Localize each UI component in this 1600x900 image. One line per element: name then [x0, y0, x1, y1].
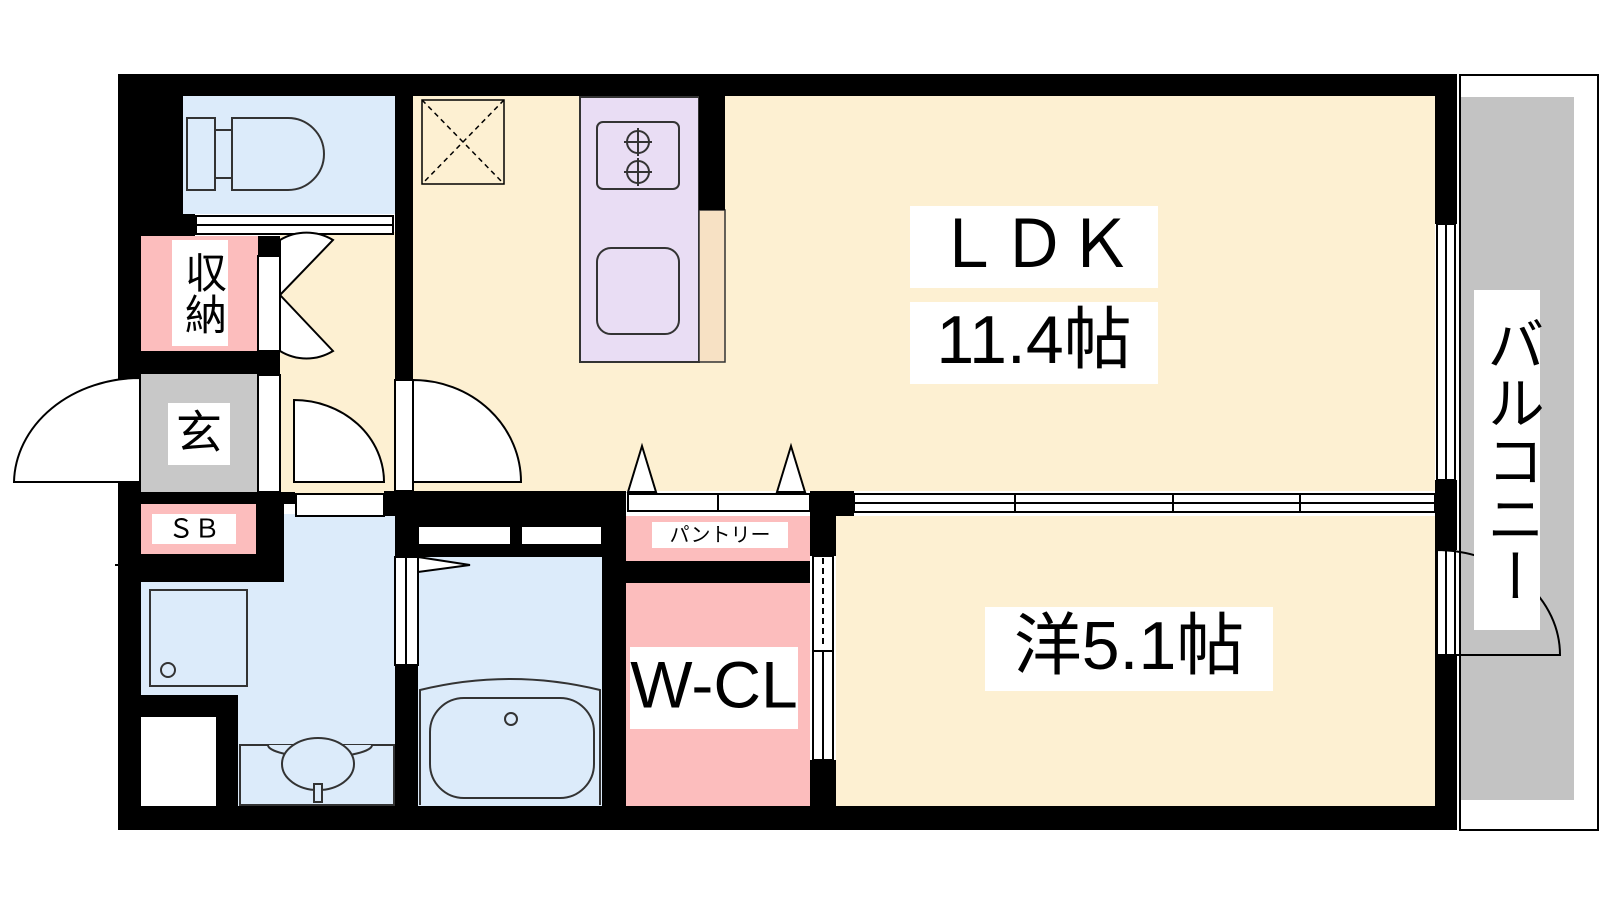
pantry-label: パントリー — [670, 523, 771, 547]
stove-icon — [596, 121, 680, 190]
walls — [118, 74, 1457, 830]
balcony-label-bg — [1474, 290, 1540, 630]
sink-icon — [596, 247, 680, 335]
entrance-label-bg — [168, 403, 230, 465]
storage-label: 収納 — [179, 251, 228, 335]
refrigerator-space-icon — [421, 99, 505, 185]
ldk-name: ＬＤＫ — [935, 206, 1133, 283]
doors — [12, 231, 1562, 656]
closet-label-bg — [630, 647, 798, 729]
entrance-label: 玄 — [176, 406, 222, 460]
western-label-bg — [985, 607, 1273, 691]
dashed-lines — [198, 224, 1433, 648]
balcony-label: バルコニー — [1477, 315, 1545, 605]
windows — [195, 215, 1456, 761]
ldk-size: 11.4帖 — [936, 302, 1131, 378]
washing-machine-icon — [149, 589, 248, 687]
ldk-label-bg — [910, 206, 1158, 288]
storage-niche — [141, 717, 216, 806]
ldk-size-bg — [910, 302, 1158, 384]
pantry-door-arrows — [626, 442, 807, 493]
toilet-icon — [186, 117, 325, 191]
shoe-box-label-bg — [152, 514, 236, 544]
storage-label-bg — [172, 240, 228, 346]
counter-partition — [698, 209, 726, 363]
walk-in-closet-label: W-CL — [630, 647, 797, 721]
ldk-floor — [413, 96, 1435, 491]
shoe-box-label: ＳＢ — [168, 515, 220, 545]
balcony-rail — [1459, 74, 1599, 831]
bathtub-icon — [419, 678, 601, 805]
washbasin-icon — [239, 737, 395, 806]
pantry-label-bg — [652, 522, 788, 548]
western-room-label: 洋5.1帖 — [1014, 608, 1245, 684]
